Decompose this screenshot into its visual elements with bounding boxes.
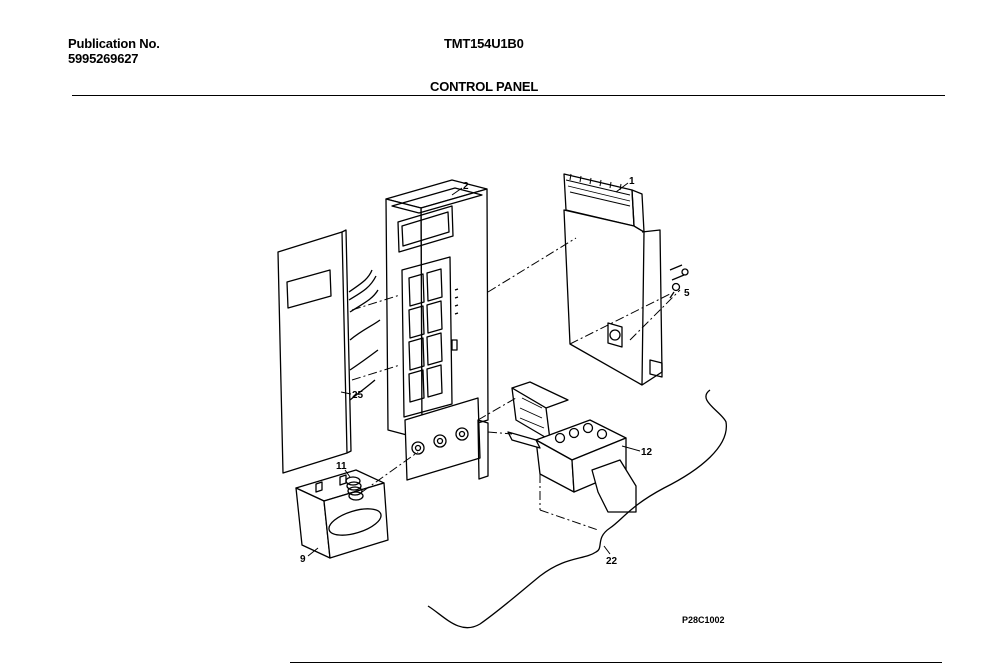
callout-part-2: 2	[463, 181, 469, 192]
publication-label: Publication No.	[68, 36, 160, 51]
wire-harness	[427, 389, 727, 629]
screw	[669, 282, 681, 299]
publication-number: 5995269627	[68, 51, 139, 66]
alignment-lines	[351, 237, 681, 531]
callout-part-9: 9	[300, 554, 306, 565]
callout-part-12: 12	[641, 447, 653, 458]
callout-part-1: 1	[629, 176, 635, 187]
header-divider	[72, 95, 945, 96]
drawing-code: P28C1002	[682, 615, 725, 625]
callout-part-25: 25	[352, 390, 364, 401]
touch-pad-overlay	[277, 229, 381, 474]
spring	[345, 476, 364, 501]
callout-part-5: 5	[684, 288, 690, 299]
control-panel-frame	[385, 179, 489, 481]
leader-lines	[307, 182, 641, 557]
section-title: CONTROL PANEL	[430, 79, 539, 94]
model-number: TMT154U1B0	[444, 36, 524, 51]
latch-bracket	[507, 381, 637, 513]
door-handle-button	[295, 469, 389, 559]
callout-part-11: 11	[336, 461, 347, 472]
control-board	[563, 173, 689, 386]
callout-part-22: 22	[606, 556, 618, 567]
footer-divider	[290, 662, 942, 663]
